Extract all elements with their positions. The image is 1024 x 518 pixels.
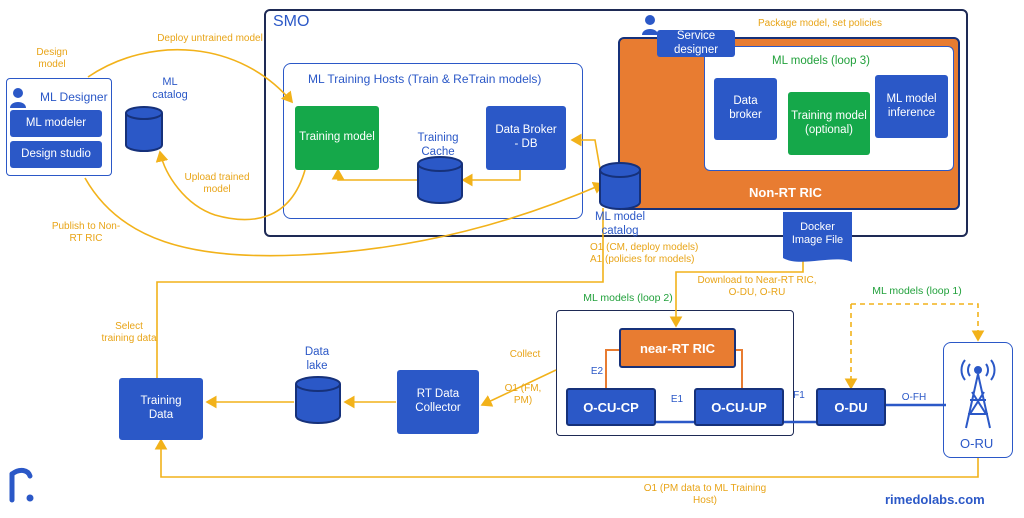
oru-container xyxy=(943,342,1013,458)
data-lake-label: Data lake xyxy=(304,346,330,372)
o-cu-cp-box: O-CU-CP xyxy=(566,388,656,426)
service-designer-box: Service designer xyxy=(657,30,735,57)
o-ru-label: O-RU xyxy=(960,436,994,451)
select-training-connector xyxy=(156,208,604,378)
docker-image-shape xyxy=(783,212,852,262)
loop1-connector-oru xyxy=(851,303,985,342)
near-rt-ric-box: near-RT RIC xyxy=(619,328,736,368)
ml-model-catalog-cylinder xyxy=(599,162,641,210)
e2-connector-right xyxy=(736,349,743,388)
loop2-container xyxy=(556,310,794,436)
publish-connector xyxy=(84,177,605,257)
service-designer-person-icon xyxy=(642,15,658,35)
a1-label: A1 (policies for models) xyxy=(590,254,695,265)
download-label: Download to Near-RT RIC, O-DU, O-RU xyxy=(697,275,817,298)
ml-modeler-box: ML modeler xyxy=(10,110,102,137)
loop1-label: ML models (loop 1) xyxy=(872,285,962,297)
ml-designer-person-icon xyxy=(10,88,26,108)
o1-fm-pm-label: O1 (FM, PM) xyxy=(504,383,542,406)
design-studio-box: Design studio xyxy=(10,141,102,168)
ml-catalog-label: ML catalog xyxy=(152,76,188,102)
select-training-label: Select training data xyxy=(101,321,157,344)
ml-training-hosts-title: ML Training Hosts (Train & ReTrain model… xyxy=(308,72,542,86)
rimedo-logo-icon xyxy=(9,467,34,503)
upload-trained-label: Upload trained model xyxy=(184,172,250,195)
publish-label: Publish to Non-RT RIC xyxy=(51,221,121,244)
o1-pm-label: O1 (PM data to ML Training Host) xyxy=(643,483,767,506)
ml-catalog-cylinder xyxy=(125,106,163,152)
radio-tower-icon xyxy=(960,359,996,429)
rt-data-collector-box: RT Data Collector xyxy=(397,370,479,434)
loop3-data-broker-box: Data broker xyxy=(714,78,777,140)
collect-label: Collect xyxy=(509,349,541,360)
loop2-label: ML models (loop 2) xyxy=(583,292,673,304)
loop3-title: ML models (loop 3) xyxy=(772,55,871,67)
data-broker-db-box: Data Broker - DB xyxy=(486,106,566,170)
package-label: Package model, set policies xyxy=(758,18,882,29)
upload-trained-connector xyxy=(155,150,306,221)
training-data-box: Training Data xyxy=(119,378,203,440)
ofh-label: O-FH xyxy=(901,392,927,403)
e2-connector xyxy=(605,349,620,388)
cache-to-training-connector xyxy=(331,168,418,181)
design-model-label: Design model xyxy=(36,47,68,70)
o-cu-up-box: O-CU-UP xyxy=(694,388,784,426)
training-cache-label: Training Cache xyxy=(417,132,459,158)
smo-container xyxy=(264,9,968,237)
download-connector xyxy=(669,258,804,328)
ml-training-hosts-container xyxy=(283,63,583,219)
e2-label: E2 xyxy=(590,366,604,377)
deploy-untrained-connector xyxy=(87,48,294,104)
smo-title: SMO xyxy=(273,13,310,30)
broker-to-cache-connector xyxy=(461,170,521,187)
non-rt-ric-label: Non-RT RIC xyxy=(749,185,822,200)
o-du-box: O-DU xyxy=(816,388,886,426)
loop3-training-model-box: Training model (optional) xyxy=(788,92,870,155)
ml-model-catalog-label: ML model catalog xyxy=(594,211,646,237)
f1-label: F1 xyxy=(793,390,805,401)
loop3-ml-model-inference-box: ML model inference xyxy=(875,75,948,138)
brand-text: rimedolabs.com xyxy=(885,492,985,507)
o1-cm-label: O1 (CM, deploy models) xyxy=(590,242,699,253)
e1-label: E1 xyxy=(670,394,684,405)
o1-pm-connector xyxy=(154,438,979,478)
data-lake-cylinder xyxy=(295,376,341,424)
docker-image-text: Docker Image File xyxy=(791,220,844,246)
catalog-to-broker-connector xyxy=(570,133,603,181)
collect-connector xyxy=(480,369,557,407)
deploy-untrained-label: Deploy untrained model xyxy=(157,33,263,44)
ml-designer-title: ML Designer xyxy=(40,90,108,104)
training-model-box: Training model xyxy=(295,106,379,170)
training-cache-cylinder xyxy=(417,156,463,204)
